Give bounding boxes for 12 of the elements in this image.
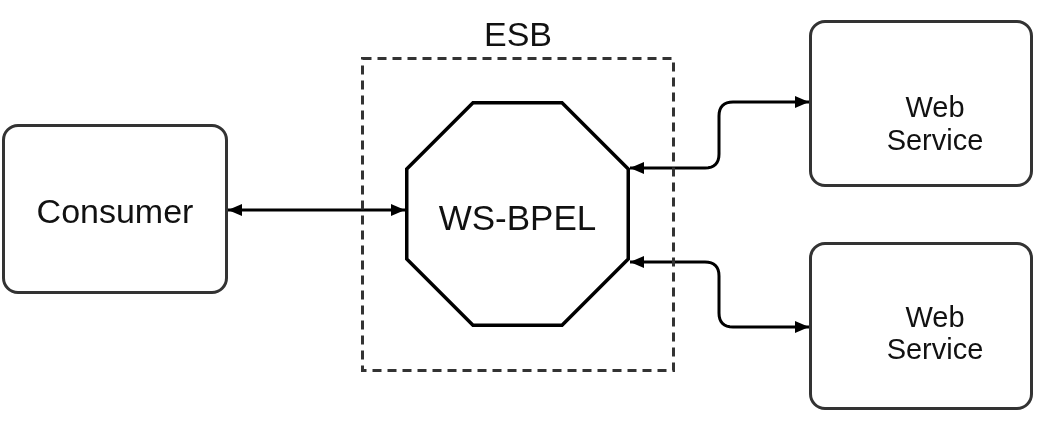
node-label: Consumer: [36, 191, 194, 231]
node-label: Web Service: [885, 300, 985, 366]
double-headed-arrow: [630, 96, 809, 174]
octagon-node: [405, 101, 630, 327]
group-label: ESB: [482, 17, 553, 51]
node-label: Web Service: [885, 91, 985, 156]
process-box: [809, 20, 1033, 187]
double-headed-arrow: [228, 204, 405, 216]
process-box: [809, 242, 1033, 410]
node-label: WS-BPEL: [438, 198, 597, 238]
double-headed-arrow: [630, 256, 809, 333]
process-box: [2, 124, 228, 294]
